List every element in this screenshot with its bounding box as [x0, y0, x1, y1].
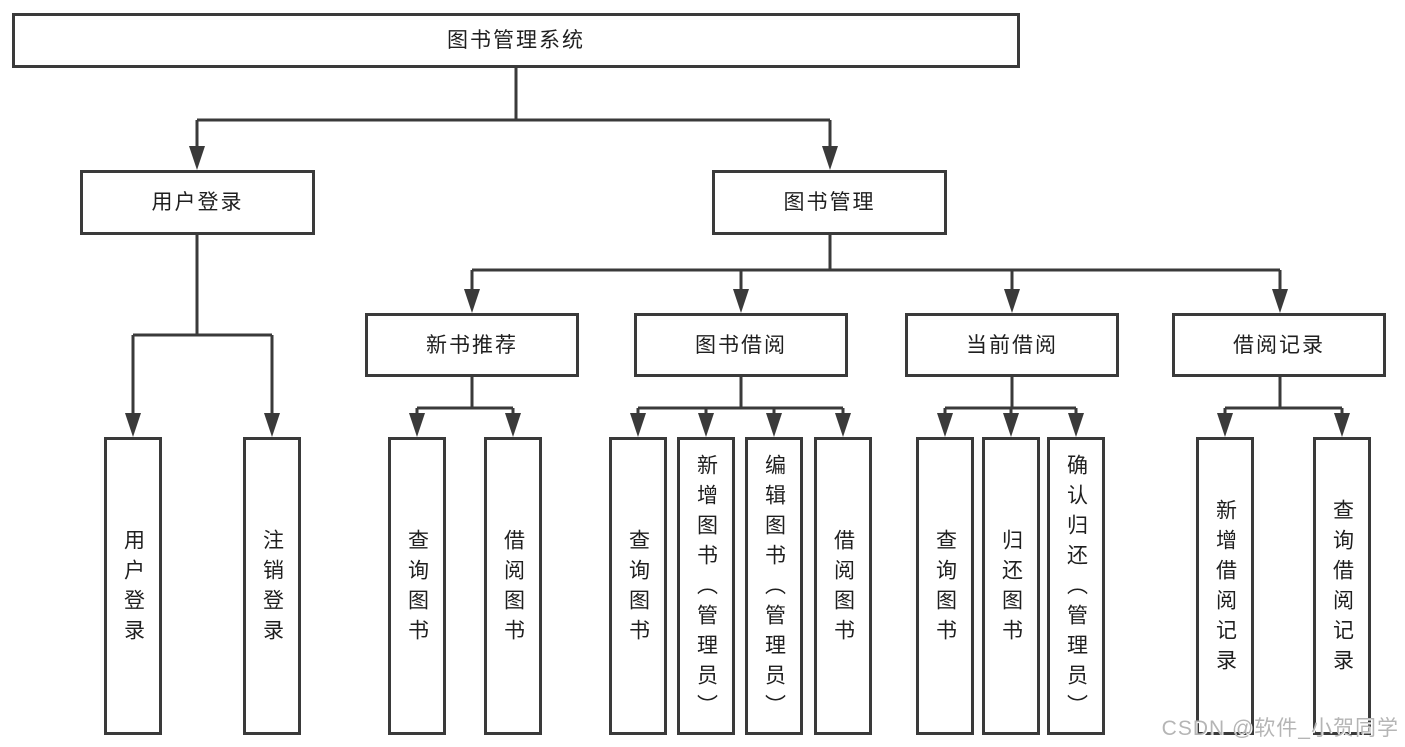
node-root: 图书管理系统: [12, 13, 1020, 68]
leaf-bb-borrow-book: 借阅图书: [814, 437, 872, 735]
node-borrow-records: 借阅记录: [1172, 313, 1386, 377]
leaf-cb-confirm-return-admin: 确认归还（管理员）: [1047, 437, 1105, 735]
watermark: CSDN @软件_小贺同学: [1161, 717, 1399, 740]
node-new-book-recommend: 新书推荐: [365, 313, 579, 377]
leaf-bb-edit-book-admin: 编辑图书（管理员）: [745, 437, 803, 735]
node-book-borrow: 图书借阅: [634, 313, 848, 377]
node-user-login-group: 用户登录: [80, 170, 315, 235]
node-current-borrow: 当前借阅: [905, 313, 1119, 377]
leaf-br-query-record: 查询借阅记录: [1313, 437, 1371, 735]
leaf-bb-query-book: 查询图书: [609, 437, 667, 735]
arrowheads: [125, 146, 1350, 437]
leaf-nb-query-book: 查询图书: [388, 437, 446, 735]
leaf-bb-add-book-admin: 新增图书（管理员）: [677, 437, 735, 735]
leaf-user-login: 用户登录: [104, 437, 162, 735]
leaf-nb-borrow-book: 借阅图书: [484, 437, 542, 735]
leaf-cb-return-book: 归还图书: [982, 437, 1040, 735]
leaf-cb-query-book: 查询图书: [916, 437, 974, 735]
leaf-logout: 注销登录: [243, 437, 301, 735]
leaf-br-add-record: 新增借阅记录: [1196, 437, 1254, 735]
node-book-management: 图书管理: [712, 170, 947, 235]
